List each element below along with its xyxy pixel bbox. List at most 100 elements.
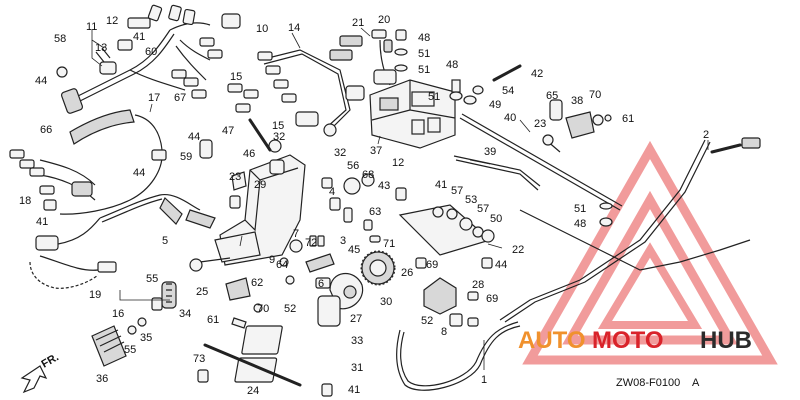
callout-60: 60 — [145, 46, 157, 58]
callout-1: 1 — [481, 374, 487, 386]
callout-46: 46 — [243, 148, 255, 160]
callout-29: 29 — [254, 179, 266, 191]
callout-21: 21 — [352, 17, 364, 29]
callout-26: 26 — [401, 267, 413, 279]
callout-63: 63 — [369, 206, 381, 218]
watermark-text-hub: HUB — [700, 327, 752, 354]
callout-44: 44 — [35, 75, 47, 87]
callout-16: 16 — [112, 308, 124, 320]
callout-41: 41 — [435, 179, 447, 191]
callout-51: 51 — [574, 203, 586, 215]
callout-25: 25 — [196, 286, 208, 298]
callout-62: 62 — [251, 277, 263, 289]
callout-51: 51 — [418, 48, 430, 60]
callout-40: 40 — [504, 112, 516, 124]
callout-30: 30 — [380, 296, 392, 308]
callout-70: 70 — [257, 303, 269, 315]
callout-72: 72 — [305, 237, 317, 249]
callout-52: 52 — [284, 303, 296, 315]
callout-48: 48 — [446, 59, 458, 71]
diagram-code: ZW08-F0100 — [616, 377, 680, 389]
callout-14: 14 — [288, 22, 300, 34]
callout-52: 52 — [421, 315, 433, 327]
callout-18: 18 — [19, 195, 31, 207]
callout-28: 28 — [472, 279, 484, 291]
callout-55: 55 — [124, 344, 136, 356]
callout-49: 49 — [489, 99, 501, 111]
callout-4: 4 — [329, 186, 335, 198]
callout-10: 10 — [256, 23, 268, 35]
callout-38: 38 — [571, 95, 583, 107]
watermark-logo — [522, 140, 778, 365]
callout-44: 44 — [495, 259, 507, 271]
callout-2: 2 — [703, 129, 709, 141]
callout-35: 35 — [140, 332, 152, 344]
wire-harness-upper-left — [56, 4, 241, 114]
bracket-plate-22 — [398, 202, 613, 256]
callout-70: 70 — [589, 89, 601, 101]
callout-55: 55 — [146, 273, 158, 285]
callout-23: 23 — [534, 118, 546, 130]
callout-5: 5 — [162, 235, 168, 247]
callout-12: 12 — [392, 157, 404, 169]
callout-34: 34 — [179, 308, 191, 320]
callout-57: 57 — [451, 185, 463, 197]
shaft-24 — [197, 343, 302, 387]
callout-15: 15 — [272, 120, 284, 132]
callout-numbers: 11 12 13 41 60 58 44 10 14 21 20 48 51 5… — [19, 14, 709, 397]
callout-11: 11 — [86, 21, 97, 33]
callout-17: 17 — [148, 92, 160, 104]
callout-37: 37 — [370, 145, 382, 157]
callout-57: 57 — [477, 203, 489, 215]
callout-33: 33 — [351, 335, 363, 347]
shift-cable-1 — [396, 209, 751, 391]
callout-20: 20 — [378, 14, 390, 26]
callout-32: 32 — [273, 131, 285, 143]
callout-53: 53 — [465, 194, 477, 206]
callout-59: 59 — [180, 151, 192, 163]
callout-61: 61 — [622, 113, 634, 125]
callout-54: 54 — [502, 85, 514, 97]
callout-15: 15 — [230, 71, 242, 83]
throttle-cable-2 — [499, 137, 761, 323]
watermark-text-auto: AUTO — [518, 327, 586, 354]
callout-41: 41 — [36, 216, 48, 228]
small-fasteners-center — [279, 173, 407, 285]
gear-26 — [360, 250, 396, 286]
callout-43: 43 — [378, 180, 390, 192]
callout-56: 56 — [347, 160, 359, 172]
callout-69: 69 — [486, 293, 498, 305]
wire-harness-17 — [9, 109, 216, 289]
callout-6: 6 — [318, 278, 324, 290]
callout-19: 19 — [89, 289, 101, 301]
callout-65: 65 — [546, 90, 558, 102]
handle-parts-lower-left — [91, 277, 263, 367]
callout-8: 8 — [441, 326, 447, 338]
callout-64: 64 — [276, 259, 288, 271]
callout-47: 47 — [222, 125, 234, 137]
callout-68: 68 — [362, 169, 374, 181]
watermark-text: AUTO MOTO HUB — [518, 327, 752, 354]
callout-48: 48 — [574, 218, 586, 230]
callout-51: 51 — [418, 64, 430, 76]
shift-arm-38 — [542, 99, 612, 153]
plates-27-33-31 — [234, 277, 341, 397]
leader-lines — [91, 27, 709, 370]
bolts-52-8 — [449, 313, 479, 327]
callout-44: 44 — [133, 167, 145, 179]
callout-9: 9 — [269, 254, 275, 266]
callout-39: 39 — [484, 146, 496, 158]
rod-42 — [492, 64, 522, 82]
control-cable-40-39 — [453, 113, 623, 211]
watermark-text-moto: MOTO — [592, 327, 664, 354]
callout-7: 7 — [293, 228, 299, 240]
callout-13: 13 — [95, 42, 107, 54]
callout-67: 67 — [174, 92, 186, 104]
front-direction-arrow — [20, 365, 48, 394]
bracket-28 — [415, 257, 493, 315]
callout-3: 3 — [340, 235, 346, 247]
switch-panel-37 — [369, 29, 456, 149]
callout-50: 50 — [490, 213, 502, 225]
diagram-code-suffix: A — [692, 377, 700, 389]
